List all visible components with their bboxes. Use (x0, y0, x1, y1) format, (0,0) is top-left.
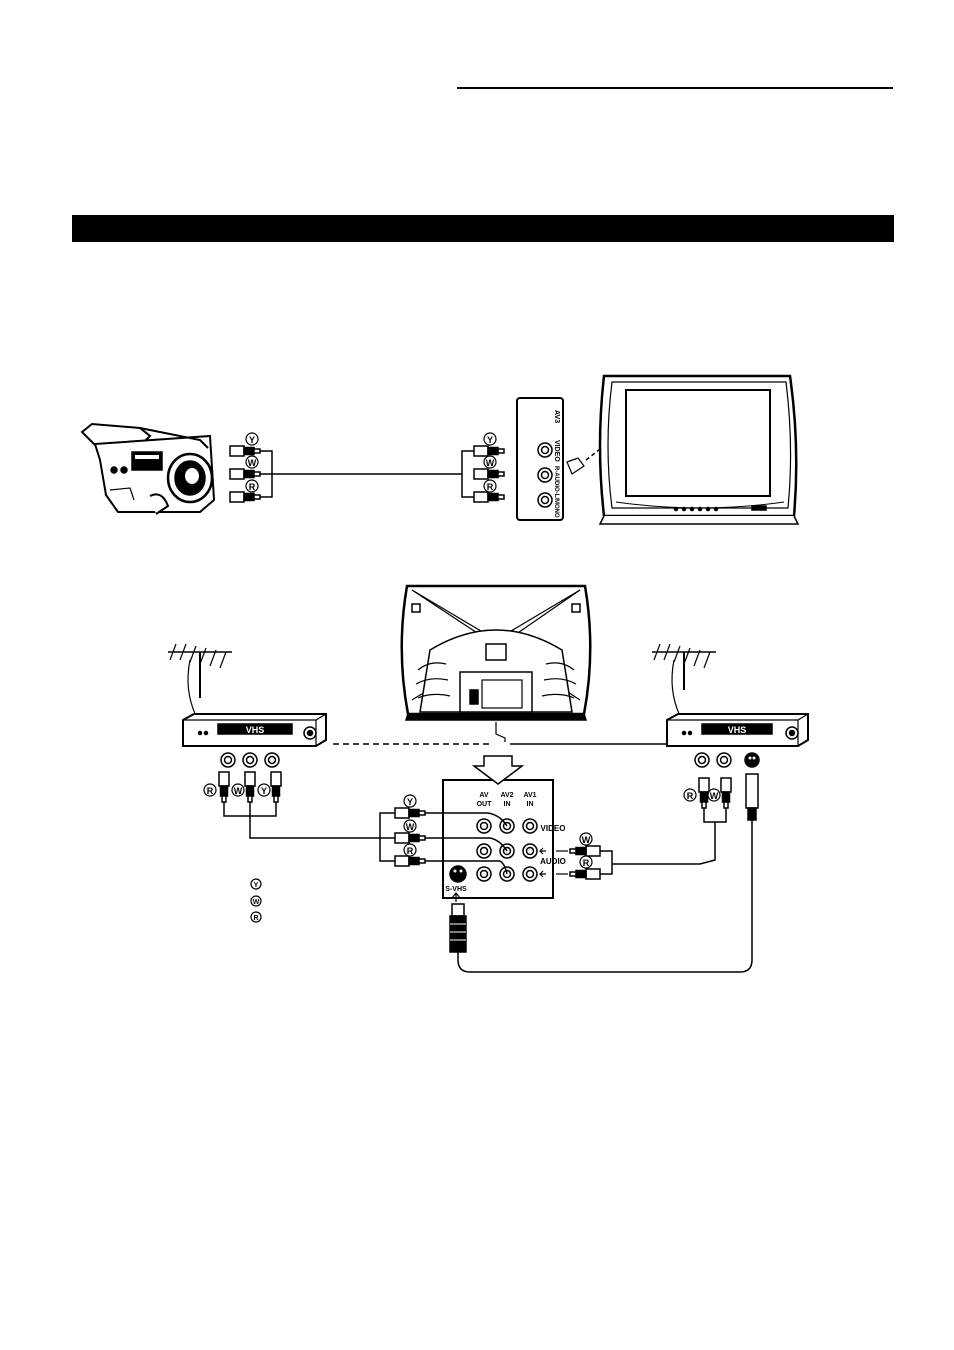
col-av1-label-2: IN (527, 801, 534, 808)
vcr-left-plugs: R W Y (203, 771, 425, 839)
camcorder-plugs: Y W R (229, 432, 462, 503)
vcr-label-right: VHS (728, 725, 747, 735)
vcr-left: VHS (182, 713, 327, 768)
col-out-label-2: OUT (477, 801, 493, 808)
panel-video-label: VIDEO (541, 824, 566, 833)
vcr-right-plugs: R W (457, 773, 759, 973)
connector-label-y: Y (261, 786, 267, 796)
col-av2-label-2: IN (504, 801, 511, 808)
connector-label-w: W (234, 786, 243, 796)
av1-plugs: W R (539, 832, 613, 880)
panel-svhs-label: S-VHS (445, 886, 467, 893)
col-av1-label-1: AV1 (523, 792, 536, 799)
col-out-label-1: AV (479, 792, 489, 799)
connector-label-r: R (207, 786, 214, 796)
tv-side-panel: AV3 VIDEO R-AUDIO-L/MONO (516, 397, 605, 521)
side-audio-label: R-AUDIO-L/MONO (553, 466, 559, 518)
antenna-right (652, 643, 716, 717)
side-switch-label: AV3 (553, 410, 560, 423)
connector-label-y: Y (487, 435, 493, 445)
side-video-label: VIDEO (553, 440, 560, 462)
header-rule (457, 87, 893, 89)
vcr-right: VHS (666, 713, 809, 768)
connector-label-r: R (407, 846, 414, 856)
panel-audio-label: AUDIO (540, 857, 566, 866)
connector-label-r: R (249, 482, 256, 492)
col-av2-label-1: AV2 (500, 792, 513, 799)
connector-label-y: Y (249, 435, 255, 445)
connector-label-r: R (687, 791, 694, 801)
legend-w: W (253, 899, 260, 906)
connector-label-r: R (487, 482, 494, 492)
connector-label-w: W (248, 458, 257, 468)
connector-label-w: W (486, 458, 495, 468)
section-title-bar (72, 215, 894, 242)
legend-y: Y (254, 882, 259, 889)
vcr-label-left: VHS (246, 725, 265, 735)
tv-rear (400, 584, 592, 742)
camcorder (80, 422, 216, 515)
tv-front (598, 374, 800, 525)
svhs-plug (449, 903, 467, 953)
av-input-panel: AV OUT AV2 IN AV1 IN VIDEO AUDIO S-VHS (442, 755, 566, 902)
antenna-left (168, 643, 232, 717)
connector-label-y: Y (407, 797, 413, 807)
connector-label-w: W (710, 791, 719, 801)
connector-legend: Y W R (250, 878, 262, 923)
av2-plugs: Y W R (379, 794, 508, 875)
connector-label-r: R (583, 858, 590, 868)
legend-r: R (253, 915, 258, 922)
connector-label-w: W (406, 822, 415, 832)
connector-label-w: W (582, 835, 591, 845)
tv-side-plugs: Y W R (461, 432, 505, 503)
